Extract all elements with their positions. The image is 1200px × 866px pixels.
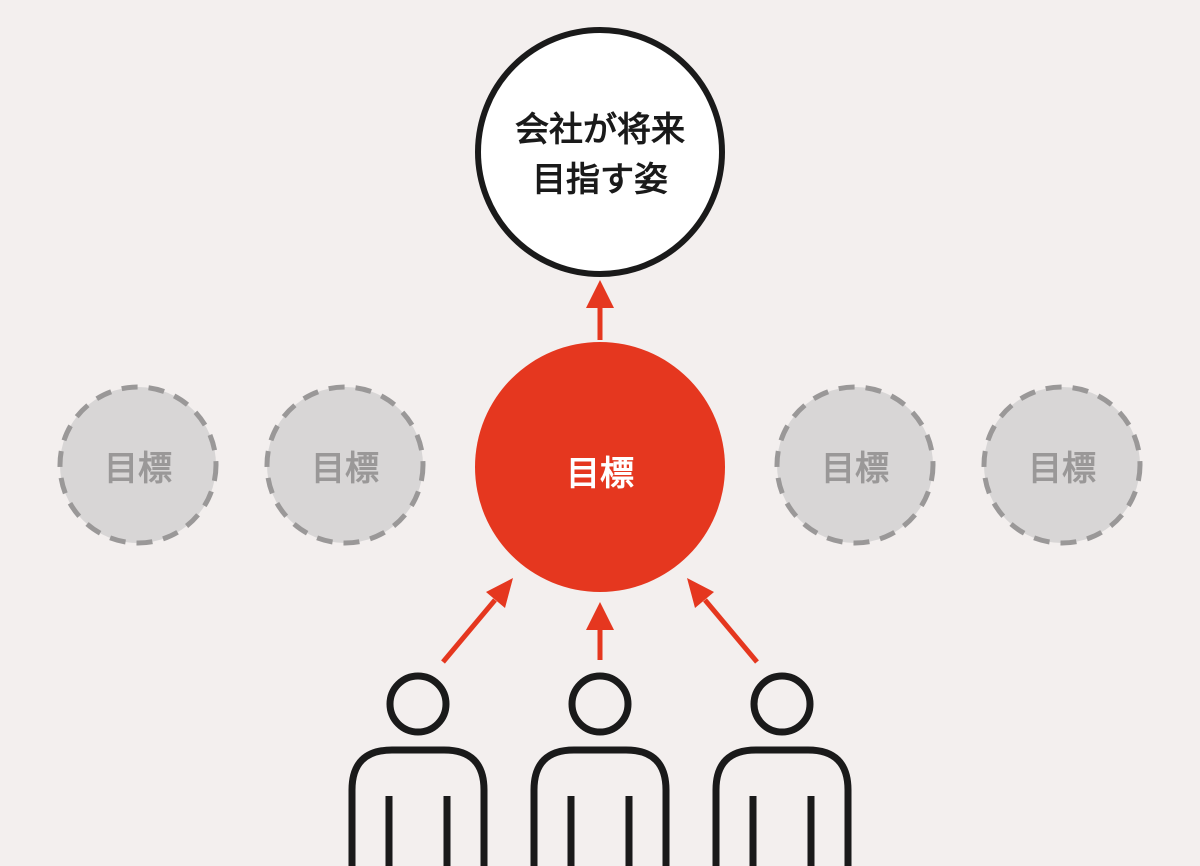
vision-label-line1: 会社が将来 bbox=[515, 110, 685, 150]
arrow-from-person-right bbox=[687, 578, 759, 664]
person-icon-left bbox=[348, 672, 488, 866]
vision-label-line2: 目指す姿 bbox=[532, 160, 668, 200]
side-goal-circle-2 bbox=[264, 384, 426, 546]
person-icon-right bbox=[712, 672, 852, 866]
person-icon-center bbox=[530, 672, 670, 866]
arrow-from-person-left bbox=[441, 578, 513, 664]
arrow-to-vision bbox=[586, 280, 614, 340]
vision-label: 会社が将来 目指す姿 bbox=[475, 100, 725, 210]
main-goal-label: 目標 bbox=[566, 453, 634, 494]
side-goal-label-2: 目標 bbox=[311, 448, 379, 489]
side-goal-label-3: 目標 bbox=[821, 448, 889, 489]
side-goal-label-1: 目標 bbox=[104, 448, 172, 489]
side-goal-label-4: 目標 bbox=[1028, 448, 1096, 489]
arrow-from-person-center bbox=[586, 602, 614, 660]
side-goal-circle-1 bbox=[57, 384, 219, 546]
side-goal-circle-4 bbox=[981, 384, 1143, 546]
main-goal-circle bbox=[475, 342, 725, 592]
side-goal-circle-3 bbox=[774, 384, 936, 546]
vision-circle bbox=[475, 27, 725, 277]
